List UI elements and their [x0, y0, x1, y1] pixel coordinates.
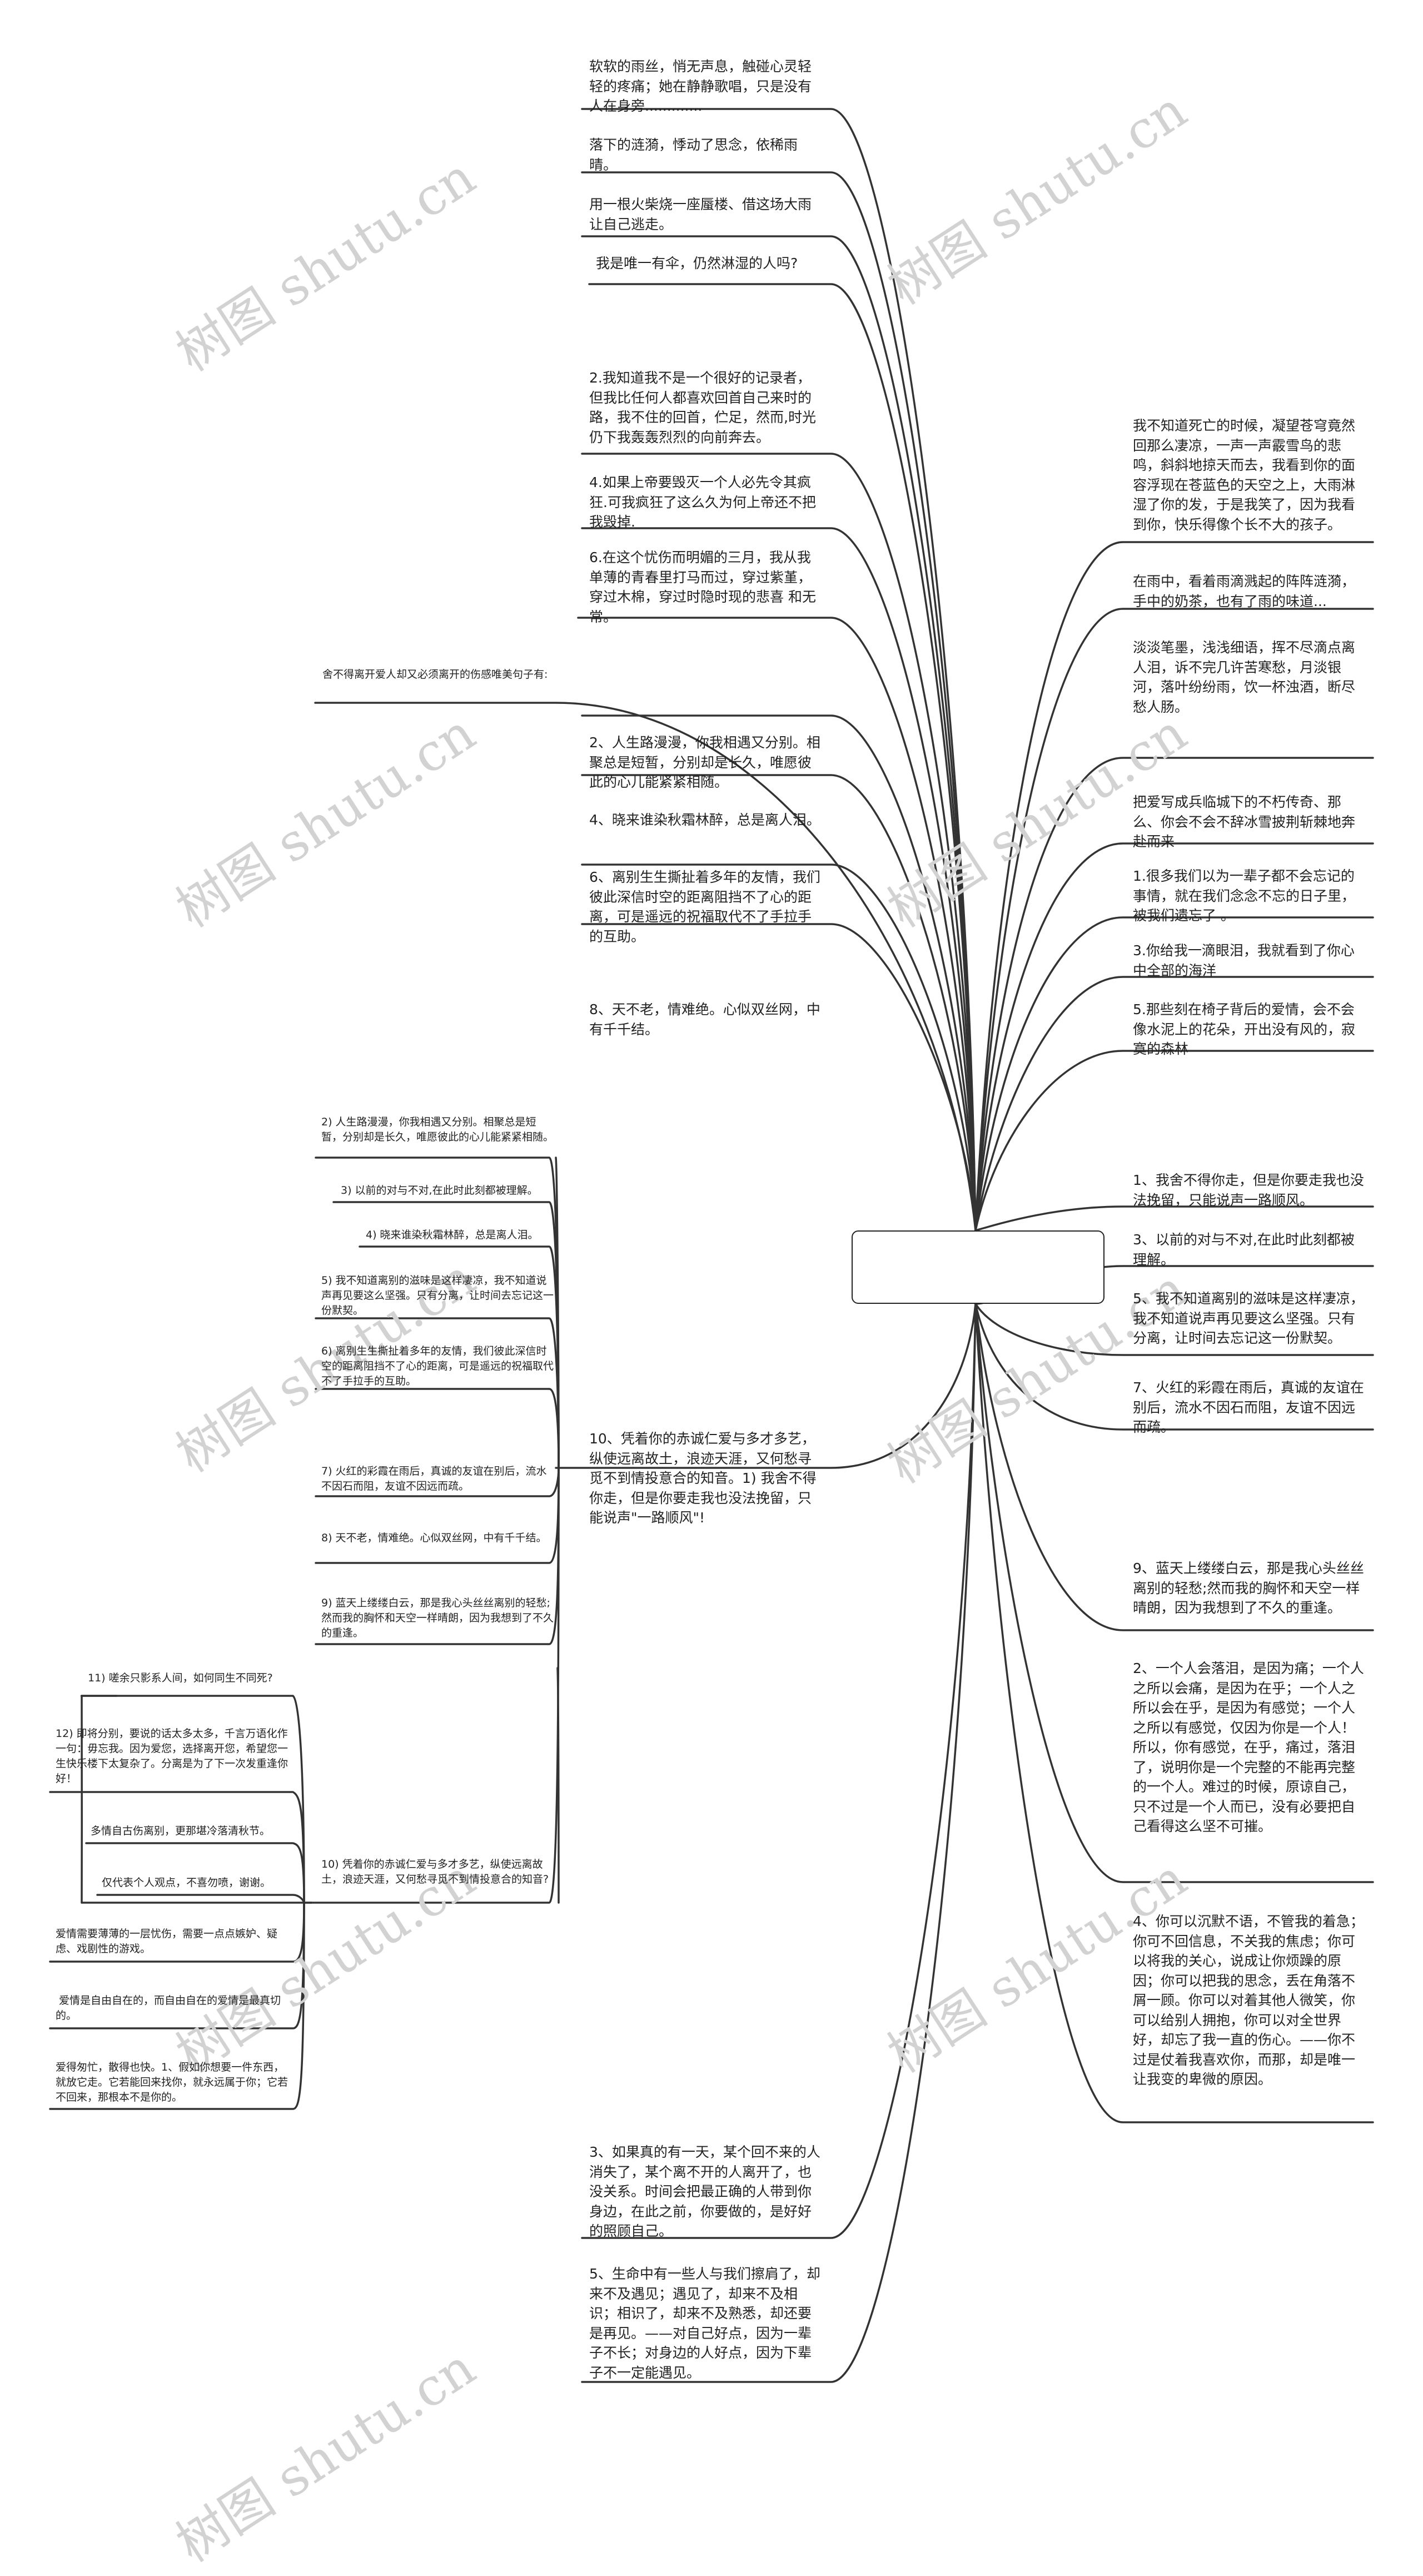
branch-node[interactable]: 我是唯一有伞，仍然淋湿的人吗?: [596, 254, 829, 274]
node-text: 2、一个人会落泪，是因为痛；一个人之所以会痛，是因为在乎；一个人之所以会在乎，是…: [1133, 1660, 1364, 1834]
branch-node[interactable]: 把爱写成兵临城下的不朽传奇、那么、你会不会不辞冰雪披荆斩棘地奔赴而来: [1133, 792, 1366, 852]
node-text: 3.你给我一滴眼泪，我就看到了你心中全部的海洋: [1133, 942, 1355, 979]
node-text: 6.在这个忧伤而明媚的三月，我从我单薄的青春里打马而过，穿过紫堇，穿过木棉，穿过…: [589, 549, 816, 625]
sub-node[interactable]: 8) 天不老，情难绝。心似双丝网，中有千千结。: [321, 1531, 555, 1546]
node-text: 3、以前的对与不对,在此时此刻都被理解。: [1133, 1232, 1355, 1268]
sub-node[interactable]: 爱情是自由自在的，而自由自在的爱情是最真切的。: [56, 1993, 295, 2023]
node-text: 5) 我不知道离别的滋味是这样凄凉，我不知道说声再见要这么坚强。只有分离，让时间…: [321, 1274, 554, 1317]
node-text: 落下的涟漪，悸动了思念，依稀雨晴。: [589, 137, 798, 173]
node-text: 我不知道死亡的时候，凝望苍穹竟然回那么凄凉，一声一声霰雪鸟的悲鸣，斜斜地掠天而去…: [1133, 418, 1356, 533]
sub-node[interactable]: 5) 我不知道离别的滋味是这样凄凉，我不知道说声再见要这么坚强。只有分离，让时间…: [321, 1273, 555, 1318]
branch-node[interactable]: 3.你给我一滴眼泪，我就看到了你心中全部的海洋: [1133, 941, 1366, 980]
branch-node[interactable]: 用一根火柴烧一座蜃楼、借这场大雨让自己逃走。: [589, 195, 823, 234]
node-text: 10、凭着你的赤诚仁爱与多才多艺，纵使远离故土，浪迹天涯，又何愁寻觅不到情投意合…: [589, 1431, 817, 1526]
sub-node[interactable]: 爱得匆忙，散得也快。1、假如你想要一件东西，就放它走。它若能回来找你，就永远属于…: [56, 2060, 295, 2105]
sub-node[interactable]: 仅代表个人观点，不喜勿喷，谢谢。: [102, 1875, 313, 1890]
sub-node[interactable]: 11) 嗟余只影系人间，如何同生不同死?: [88, 1671, 310, 1686]
node-text: 5、生命中有一些人与我们擦肩了，却来不及遇见；遇见了，却来不及相识；相识了，却来…: [589, 2266, 820, 2381]
branch-node[interactable]: 1.很多我们以为一辈子都不会忘记的事情，就在我们念念不忘的日子里，被我们遗忘了 …: [1133, 866, 1366, 926]
branch-node-title[interactable]: 舍不得离开爱人却又必须离开的伤感唯美句子有:: [322, 667, 567, 682]
node-text: 在雨中，看着雨滴溅起的阵阵涟漪，手中的奶茶，也有了雨的味道...: [1133, 573, 1356, 609]
node-text: 12) 即将分别，要说的话太多太多，千言万语化作一句：毋忘我。因为爱您，选择离开…: [56, 1728, 288, 1785]
node-text: 4) 晓来谁染秋霜林醉，总是离人泪。: [366, 1229, 539, 1241]
branch-node[interactable]: 我不知道死亡的时候，凝望苍穹竟然回那么凄凉，一声一声霰雪鸟的悲鸣，斜斜地掠天而去…: [1133, 416, 1366, 534]
branch-node[interactable]: 在雨中，看着雨滴溅起的阵阵涟漪，手中的奶茶，也有了雨的味道...: [1133, 572, 1366, 611]
branch-node[interactable]: 1、我舍不得你走，但是你要走我也没法挽留，只能说声一路顺风。: [1133, 1170, 1366, 1210]
sub-node[interactable]: 2) 人生路漫漫，你我相遇又分别。相聚总是短暂，分别却是长久，唯愿彼此的心儿能紧…: [321, 1115, 555, 1145]
branch-node[interactable]: 2、人生路漫漫，你我相遇又分别。相聚总是短暂，分别却是长久，唯愿彼此的心儿能紧紧…: [589, 733, 823, 792]
node-text: 爱情是自由自在的，而自由自在的爱情是最真切的。: [56, 1994, 281, 2022]
branch-node[interactable]: 10、凭着你的赤诚仁爱与多才多艺，纵使远离故土，浪迹天涯，又何愁寻觅不到情投意合…: [589, 1429, 823, 1528]
node-text: 爱情需要薄薄的一层忧伤，需要一点点嫉妒、疑虑、戏剧性的游戏。: [56, 1928, 278, 1955]
branch-node[interactable]: 8、天不老，情难绝。心似双丝网，中有千千结。: [589, 1000, 823, 1039]
sub-node[interactable]: 多情自古伤离别，更那堪冷落清秋节。: [91, 1824, 313, 1839]
branch-node[interactable]: 5.那些刻在椅子背后的爱情，会不会像水泥上的花朵，开出没有风的，寂寞的森林: [1133, 1000, 1366, 1059]
node-text: 4、你可以沉默不语，不管我的着急；你可不回信息，不关我的焦虑；你可以将我的关心，…: [1133, 1913, 1364, 2087]
branch-node[interactable]: 9、蓝天上缕缕白云，那是我心头丝丝离别的轻愁;然而我的胸怀和天空一样晴朗，因为我…: [1133, 1558, 1366, 1618]
node-text: 6、离别生生撕扯着多年的友情，我们彼此深信时空的距离阻挡不了心的距离，可是遥远的…: [589, 869, 820, 945]
central-topic-node[interactable]: [852, 1230, 1104, 1304]
branch-node[interactable]: 3、如果真的有一天，某个回不来的人消失了，某个离不开的人离开了，也没关系。时间会…: [589, 2142, 823, 2241]
node-text: 1、我舍不得你走，但是你要走我也没法挽留，只能说声一路顺风。: [1133, 1172, 1364, 1208]
branch-node[interactable]: 2.我知道我不是一个很好的记录者，但我比任何人都喜欢回首自己来时的路，我不住的回…: [589, 368, 823, 447]
node-text: 仅代表个人观点，不喜勿喷，谢谢。: [102, 1877, 271, 1889]
node-text: 用一根火柴烧一座蜃楼、借这场大雨让自己逃走。: [589, 196, 812, 232]
sub-node[interactable]: 12) 即将分别，要说的话太多太多，千言万语化作一句：毋忘我。因为爱您，选择离开…: [56, 1726, 295, 1786]
node-text: 4.如果上帝要毁灭一个人必先令其疯狂.可我疯狂了这么久为何上帝还不把我毁掉.: [589, 474, 816, 530]
node-text: 2.我知道我不是一个很好的记录者，但我比任何人都喜欢回首自己来时的路，我不住的回…: [589, 370, 816, 445]
node-text: 1.很多我们以为一辈子都不会忘记的事情，就在我们念念不忘的日子里，被我们遗忘了 …: [1133, 868, 1356, 924]
branch-node[interactable]: 5、我不知道离别的滋味是这样凄凉，我不知道说声再见要这么坚强。只有分离，让时间去…: [1133, 1289, 1366, 1348]
branch-node[interactable]: 2、一个人会落泪，是因为痛；一个人之所以会痛，是因为在乎；一个人之所以会在乎，是…: [1133, 1659, 1366, 1837]
sub-node[interactable]: 爱情需要薄薄的一层忧伤，需要一点点嫉妒、疑虑、戏剧性的游戏。: [56, 1927, 295, 1957]
node-text: 3) 以前的对与不对,在此时此刻都被理解。: [341, 1184, 538, 1197]
node-text: 9、蓝天上缕缕白云，那是我心头丝丝离别的轻愁;然而我的胸怀和天空一样晴朗，因为我…: [1133, 1560, 1364, 1616]
node-text: 多情自古伤离别，更那堪冷落清秋节。: [91, 1825, 271, 1837]
watermark: 树图 shutu.cn: [166, 2337, 486, 2574]
branch-node[interactable]: 3、以前的对与不对,在此时此刻都被理解。: [1133, 1230, 1366, 1269]
node-text: 舍不得离开爱人却又必须离开的伤感唯美句子有:: [322, 668, 548, 681]
sub-node[interactable]: 9) 蓝天上缕缕白云，那是我心头丝丝离别的轻愁;然而我的胸怀和天空一样晴朗，因为…: [321, 1596, 555, 1641]
sub-node[interactable]: 7) 火红的彩霞在雨后，真诚的友谊在别后，流水不因石而阻，友谊不因远而疏。: [321, 1464, 555, 1494]
sub-node[interactable]: 10) 凭着你的赤诚仁爱与多才多艺，纵使远离故土，浪迹天涯，又何愁寻觅不到情投意…: [321, 1857, 560, 1887]
sub-node[interactable]: 6) 离别生生撕扯着多年的友情，我们彼此深信时空的距离阻挡不了心的距离，可是遥远…: [321, 1344, 555, 1389]
node-text: 5、我不知道离别的滋味是这样凄凉，我不知道说声再见要这么坚强。只有分离，让时间去…: [1133, 1291, 1364, 1346]
sub-node[interactable]: 4) 晓来谁染秋霜林醉，总是离人泪。: [366, 1228, 566, 1243]
node-text: 把爱写成兵临城下的不朽传奇、那么、你会不会不辞冰雪披荆斩棘地奔赴而来: [1133, 794, 1356, 850]
node-text: 7) 火红的彩霞在雨后，真诚的友谊在别后，流水不因石而阻，友谊不因远而疏。: [321, 1465, 547, 1492]
branch-node[interactable]: 4、晓来谁染秋霜林醉，总是离人泪。: [589, 810, 823, 830]
node-text: 爱得匆忙，散得也快。1、假如你想要一件东西，就放它走。它若能回来找你，就永远属于…: [56, 2061, 288, 2103]
branch-node[interactable]: 5、生命中有一些人与我们擦肩了，却来不及遇见；遇见了，却来不及相识；相识了，却来…: [589, 2264, 823, 2383]
node-text: 3、如果真的有一天，某个回不来的人消失了，某个离不开的人离开了，也没关系。时间会…: [589, 2144, 820, 2239]
node-text: 淡淡笔墨，浅浅细语，挥不尽滴点离人泪，诉不完几许苦寒愁，月淡银河，落叶纷纷雨，饮…: [1133, 639, 1356, 715]
branch-node[interactable]: 6、离别生生撕扯着多年的友情，我们彼此深信时空的距离阻挡不了心的距离，可是遥远的…: [589, 867, 823, 946]
node-text: 4、晓来谁染秋霜林醉，总是离人泪。: [589, 812, 820, 828]
node-text: 7、火红的彩霞在雨后，真诚的友谊在别后，流水不因石而阻，友谊不因远而疏。: [1133, 1379, 1364, 1435]
branch-node[interactable]: 软软的雨丝，悄无声息，触碰心灵轻轻的疼痛；她在静静歌唱，只是没有人在身旁....…: [589, 57, 823, 116]
node-text: 2、人生路漫漫，你我相遇又分别。相聚总是短暂，分别却是长久，唯愿彼此的心儿能紧紧…: [589, 734, 820, 790]
node-text: 11) 嗟余只影系人间，如何同生不同死?: [88, 1672, 273, 1684]
node-text: 8、天不老，情难绝。心似双丝网，中有千千结。: [589, 1001, 820, 1038]
node-text: 5.那些刻在椅子背后的爱情，会不会像水泥上的花朵，开出没有风的，寂寞的森林: [1133, 1001, 1356, 1057]
branch-node[interactable]: 落下的涟漪，悸动了思念，依稀雨晴。: [589, 135, 823, 175]
branch-node[interactable]: 6.在这个忧伤而明媚的三月，我从我单薄的青春里打马而过，穿过紫堇，穿过木棉，穿过…: [589, 548, 823, 627]
node-text: 10) 凭着你的赤诚仁爱与多才多艺，纵使远离故土，浪迹天涯，又何愁寻觅不到情投意…: [321, 1858, 549, 1885]
node-text: 软软的雨丝，悄无声息，触碰心灵轻轻的疼痛；她在静静歌唱，只是没有人在身旁....…: [589, 58, 812, 114]
node-text: 我是唯一有伞，仍然淋湿的人吗?: [596, 255, 798, 271]
watermark: 树图 shutu.cn: [166, 702, 486, 939]
node-text: 8) 天不老，情难绝。心似双丝网，中有千千结。: [321, 1532, 547, 1544]
branch-node[interactable]: 7、火红的彩霞在雨后，真诚的友谊在别后，流水不因石而阻，友谊不因远而疏。: [1133, 1378, 1366, 1437]
sub-node[interactable]: 3) 以前的对与不对,在此时此刻都被理解。: [341, 1183, 563, 1198]
watermark: 树图 shutu.cn: [166, 146, 486, 383]
node-text: 9) 蓝天上缕缕白云，那是我心头丝丝离别的轻愁;然而我的胸怀和天空一样晴朗，因为…: [321, 1597, 554, 1639]
branch-node[interactable]: 4.如果上帝要毁灭一个人必先令其疯狂.可我疯狂了这么久为何上帝还不把我毁掉.: [589, 473, 823, 532]
node-text: 6) 离别生生撕扯着多年的友情，我们彼此深信时空的距离阻挡不了心的距离，可是遥远…: [321, 1345, 554, 1387]
branch-node[interactable]: 淡淡笔墨，浅浅细语，挥不尽滴点离人泪，诉不完几许苦寒愁，月淡银河，落叶纷纷雨，饮…: [1133, 638, 1366, 717]
watermark: 树图 shutu.cn: [878, 80, 1197, 316]
node-text: 2) 人生路漫漫，你我相遇又分别。相聚总是短暂，分别却是长久，唯愿彼此的心儿能紧…: [321, 1116, 554, 1143]
branch-node[interactable]: 4、你可以沉默不语，不管我的着急；你可不回信息，不关我的焦虑；你可以将我的关心，…: [1133, 1912, 1366, 2089]
